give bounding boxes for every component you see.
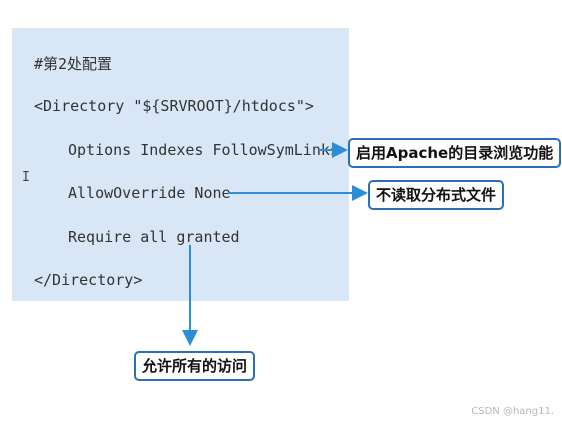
require-line: Require all granted <box>68 228 240 246</box>
callout-allow-override: 不读取分布式文件 <box>368 180 505 210</box>
allow-override-line: AllowOverride None <box>68 184 231 202</box>
directory-open-tag: <Directory "${SRVROOT}/htdocs"> <box>34 97 314 115</box>
code-panel: #第2处配置 <Directory "${SRVROOT}/htdocs"> O… <box>12 28 349 301</box>
callout-require: 允许所有的访问 <box>134 351 256 381</box>
text-cursor-icon: I <box>22 170 30 185</box>
watermark: CSDN @hang11. <box>471 406 554 417</box>
options-line: Options Indexes FollowSymLinks <box>68 141 339 159</box>
directory-close-tag: </Directory> <box>34 271 143 289</box>
callout-options: 启用Apache的目录浏览功能 <box>348 138 562 168</box>
config-comment: #第2处配置 <box>34 55 113 73</box>
